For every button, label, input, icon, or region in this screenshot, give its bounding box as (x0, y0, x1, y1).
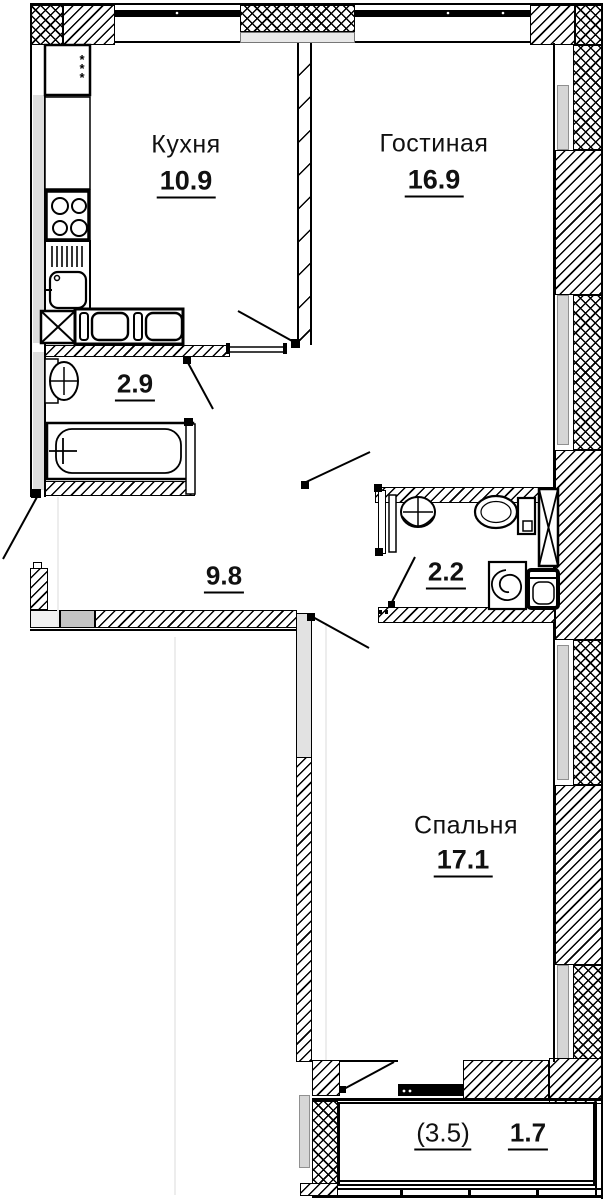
wall-corner-hatch-right (530, 5, 575, 45)
balcony-area-value: 1.7 (507, 1117, 549, 1151)
wall-left-insulation (33, 95, 44, 343)
wall-left-insulation (33, 352, 44, 490)
kitchen-area: 10.9 (156, 165, 216, 199)
wall-top-outer-line (30, 3, 603, 5)
bedroom-balcony-window (398, 1060, 463, 1086)
entrance-door-swing (2, 496, 38, 560)
wall-right-insulation (557, 295, 569, 445)
bedroom-door-swing (310, 615, 370, 649)
wall-bedroom-left-hatch (296, 757, 312, 1062)
wall-pier-crosshatch (240, 5, 355, 32)
svg-text:*: * (79, 52, 85, 67)
living-area-value: 16.9 (404, 164, 464, 198)
wall-balcony-left-insulation (299, 1095, 310, 1168)
wall-bedroom-bottom-line (312, 1098, 603, 1101)
wall-right-segment (573, 295, 603, 450)
bathroom-washbasin-icon (44, 358, 79, 404)
svg-text:*: * (79, 70, 85, 85)
svg-text:*: * (79, 61, 85, 76)
kitchen-sink-icon (44, 240, 91, 313)
bathroom-area: 2.9 (114, 368, 156, 402)
bathroom-area-value: 2.9 (114, 368, 156, 402)
hallway-area: 9.8 (203, 560, 245, 594)
wall-right-segment (555, 785, 603, 965)
wall-hall-bottom-line (30, 629, 297, 631)
counter-modules-icon (73, 307, 185, 346)
toilet-area-value: 2.2 (425, 556, 467, 590)
washing-machine-icon (487, 560, 528, 611)
wall-right-insulation (557, 645, 569, 780)
bedroom-room-name: Спальня (414, 811, 518, 840)
balcony-outer-line (312, 1195, 603, 1198)
door-hinges (183, 339, 395, 1093)
wall-hall-bottom-light (30, 610, 60, 628)
balcony-door-threshold (340, 1060, 398, 1062)
kitchen-area-value: 10.9 (156, 165, 216, 199)
wall-right-insulation (557, 85, 569, 150)
balcony-glazing-line (338, 1180, 595, 1182)
wall-hall-bottom-gray (60, 610, 95, 628)
living-area: 16.9 (404, 164, 464, 198)
wall-bedroom-bottom (312, 1060, 340, 1096)
balcony-right-line (595, 1102, 597, 1196)
bedroom-balcony-window-glass (398, 1086, 463, 1096)
toilet-area: 2.2 (425, 556, 467, 590)
balcony-area: 1.7 (507, 1117, 549, 1151)
hallway-area-value: 9.8 (203, 560, 245, 594)
grid-guide (57, 497, 59, 627)
grid-guide (174, 637, 176, 1195)
toilet-washbasin-icon (388, 494, 436, 553)
water-heater-icon (526, 568, 560, 610)
stove-icon (44, 189, 91, 242)
balcony-area-total-value: (3.5) (414, 1117, 472, 1151)
wall-right-segment (555, 150, 603, 295)
kitchen-door-swing (237, 310, 295, 343)
kitchen-door-threshold (226, 343, 287, 354)
fridge-icon: * * * (43, 43, 92, 97)
wall-balcony-left (312, 1101, 338, 1189)
wall-partition-kitchen-living (297, 43, 312, 345)
wall-entrance-cap (33, 562, 42, 569)
wall-right-outer-line (601, 3, 603, 1199)
wall-left-outer-line (30, 5, 32, 497)
entrance-jamb (31, 489, 41, 498)
toilet-door-swing (390, 556, 416, 605)
bedroom-area-value: 17.1 (433, 844, 493, 878)
kitchen-room-name: Кухня (151, 130, 221, 159)
bathtub-icon (45, 418, 196, 495)
living-door-swing (303, 451, 371, 484)
wc-toilet-icon (473, 494, 537, 536)
balcony-area-total: (3.5) (414, 1117, 472, 1151)
wall-toilet-bottom (378, 607, 555, 623)
balcony-door-swing (341, 1061, 395, 1091)
living-window-glass (355, 10, 530, 17)
balcony-glazing-ticks (400, 1188, 539, 1196)
duct-shaft-icon (537, 487, 560, 568)
door-swings (2, 310, 416, 1091)
vent-shaft-icon (39, 309, 77, 345)
cabinet-icon (44, 96, 91, 190)
bedroom-area: 17.1 (433, 844, 493, 878)
balcony-floor (338, 1102, 595, 1186)
grid-guide (325, 623, 327, 1060)
wall-balcony-corner (300, 1183, 338, 1196)
bathroom-door-swing (186, 360, 214, 410)
glazing-dots (175, 11, 505, 1093)
balcony-parapet-line (312, 1188, 603, 1190)
wall-right-segment (573, 640, 603, 785)
wall-pier-insulation (240, 32, 355, 43)
living-room-name: Гостиная (379, 129, 489, 158)
